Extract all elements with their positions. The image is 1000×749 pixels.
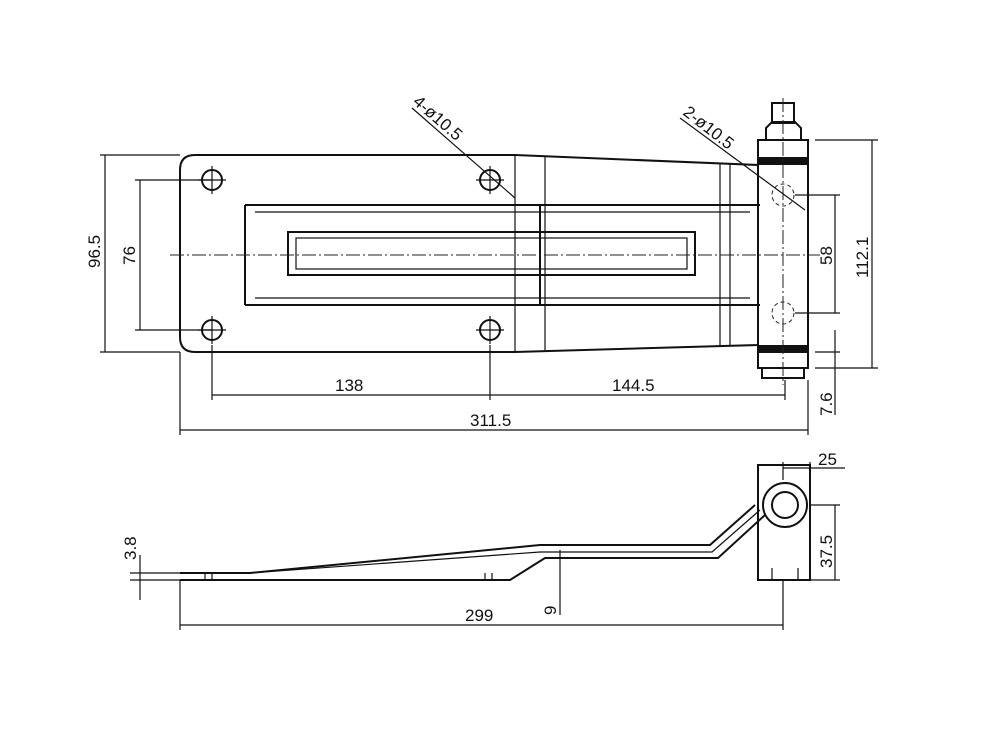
mounting-hole bbox=[476, 166, 504, 194]
holes-plate-label: 4-ø10.5 bbox=[409, 92, 466, 145]
mounting-hole bbox=[476, 316, 504, 344]
side-view: 3.8 9 299 25 37.5 bbox=[121, 450, 845, 630]
dim-length: 299 bbox=[465, 606, 493, 625]
dim-length-total: 311.5 bbox=[470, 411, 511, 430]
top-view: 4-ø10.5 2-ø10.5 96.5 76 58 112.1 7.6 138… bbox=[85, 92, 878, 435]
side-barrel bbox=[757, 464, 811, 581]
dim-barrel-hole-spacing: 58 bbox=[817, 246, 836, 265]
dim-nut-offset: 7.6 bbox=[817, 392, 836, 416]
dim-height-total: 96.5 bbox=[85, 235, 104, 268]
dim-hole-spacing-vertical: 76 bbox=[120, 246, 139, 265]
dim-barrel-height: 37.5 bbox=[817, 535, 836, 568]
holes-barrel-label: 2-ø10.5 bbox=[680, 102, 738, 153]
dim-barrel-height: 112.1 bbox=[853, 237, 872, 278]
dim-offset: 9 bbox=[541, 606, 560, 615]
dim-hole-to-axis: 144.5 bbox=[612, 376, 655, 395]
dim-plate-thickness: 3.8 bbox=[121, 536, 140, 560]
dim-barrel-width: 25 bbox=[818, 450, 837, 469]
dim-hole-spacing-horizontal: 138 bbox=[335, 376, 363, 395]
